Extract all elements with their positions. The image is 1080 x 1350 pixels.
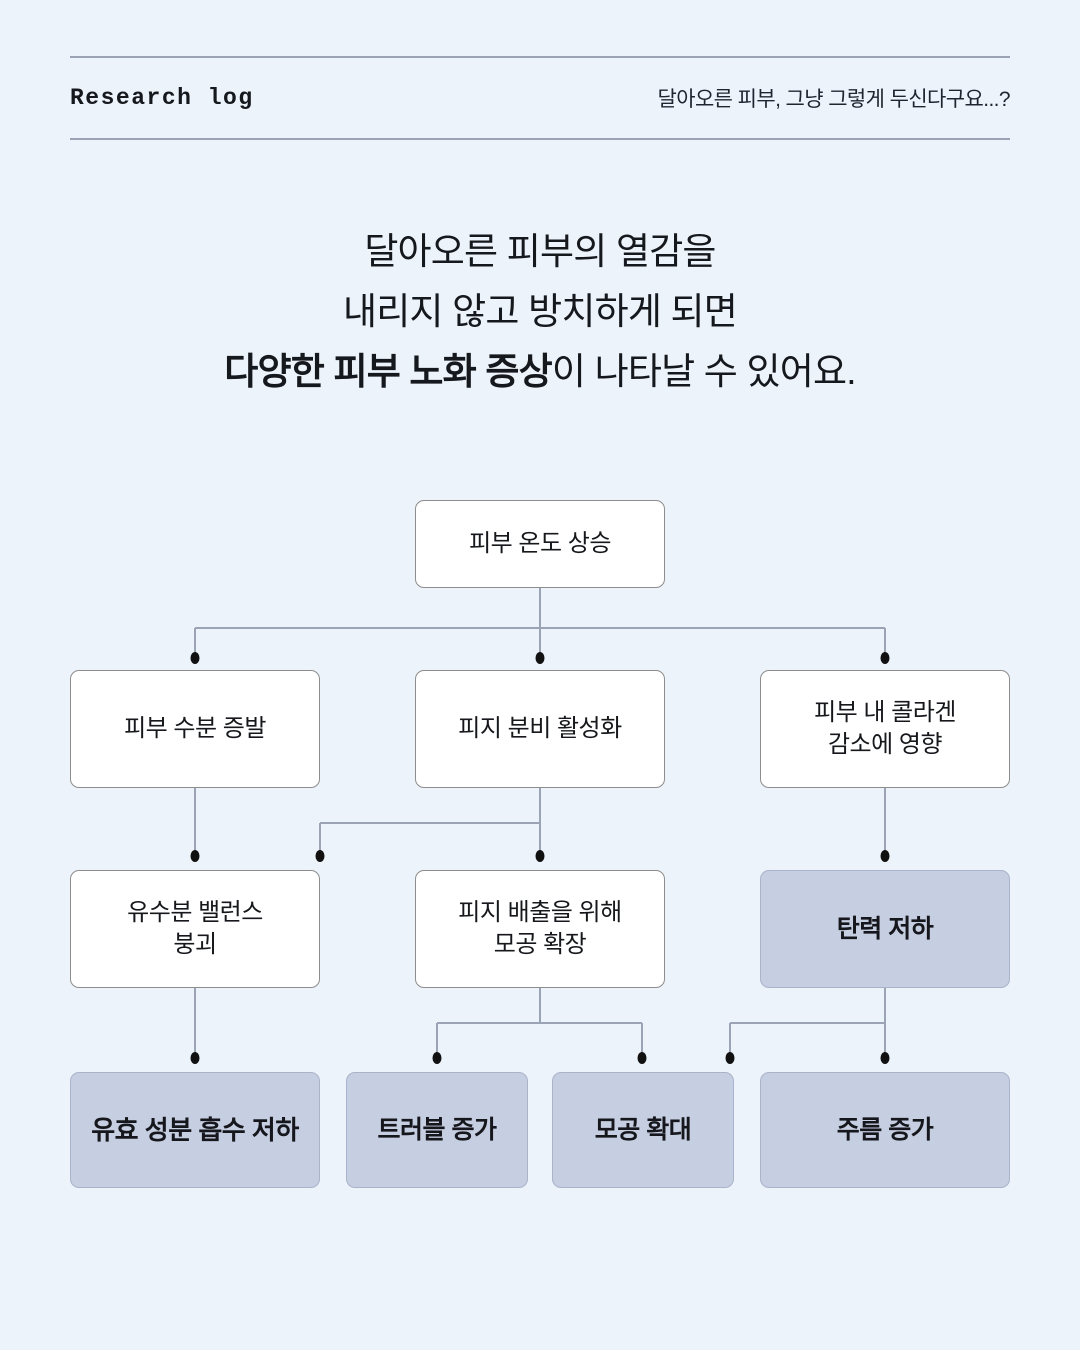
- node-label-line-1: 유수분 밸런스: [127, 899, 263, 927]
- node-label: 트러블 증가: [377, 1115, 497, 1144]
- node-wrinkle-increase[interactable]: 주름 증가: [760, 1072, 1010, 1188]
- headline-line-3-rest: 이 나타날 수 있어요.: [551, 351, 857, 392]
- headline-line-1: 달아오른 피부의 열감을: [364, 231, 716, 272]
- node-skin-temperature-rise[interactable]: 피부 온도 상승: [415, 500, 665, 588]
- header-logo-text: Research log: [70, 85, 254, 111]
- node-label-line-2: 모공 확장: [493, 931, 587, 958]
- page-header: Research log 달아오른 피부, 그냥 그렇게 두신다구요...?: [70, 56, 1011, 140]
- node-pore-enlargement[interactable]: 모공 확대: [552, 1072, 734, 1188]
- headline-line-3: 다양한 피부 노화 증상이 나타날 수 있어요.: [0, 342, 1080, 402]
- node-label-multiline: 피지 배출을 위해 모공 확장: [458, 897, 622, 960]
- node-collagen-decrease[interactable]: 피부 내 콜라겐 감소에 영향: [760, 670, 1010, 788]
- node-pore-expansion[interactable]: 피지 배출을 위해 모공 확장: [415, 870, 665, 988]
- headline-emphasis: 다양한 피부 노화 증상: [224, 351, 552, 392]
- node-active-ingredient-absorption-drop[interactable]: 유효 성분 흡수 저하: [70, 1072, 320, 1188]
- edge-arrow-dots: [190, 652, 890, 1064]
- node-label: 모공 확대: [594, 1115, 692, 1144]
- node-elasticity-loss[interactable]: 탄력 저하: [760, 870, 1010, 988]
- node-label: 피부 온도 상승: [469, 530, 611, 558]
- page-title: 달아오른 피부의 열감을 내리지 않고 방치하게 되면 다양한 피부 노화 증상…: [0, 222, 1080, 402]
- node-sebum-activation[interactable]: 피지 분비 활성화: [415, 670, 665, 788]
- node-trouble-increase[interactable]: 트러블 증가: [346, 1072, 528, 1188]
- node-moisture-evaporation[interactable]: 피부 수분 증발: [70, 670, 320, 788]
- headline-line-2: 내리지 않고 방치하게 되면: [342, 291, 738, 332]
- node-label: 유효 성분 흡수 저하: [91, 1114, 299, 1145]
- node-label-line-2: 붕괴: [173, 931, 217, 958]
- node-label: 피부 수분 증발: [124, 715, 266, 743]
- node-label-line-2: 감소에 영향: [827, 731, 943, 758]
- node-label: 주름 증가: [836, 1115, 934, 1144]
- node-label: 탄력 저하: [836, 914, 934, 943]
- node-label-line-1: 피부 내 콜라겐: [814, 699, 956, 727]
- node-oil-water-balance-collapse[interactable]: 유수분 밸런스 붕괴: [70, 870, 320, 988]
- node-label-multiline: 유수분 밸런스 붕괴: [127, 897, 263, 960]
- node-label-multiline: 피부 내 콜라겐 감소에 영향: [814, 697, 956, 760]
- node-label-line-1: 피지 배출을 위해: [458, 899, 622, 927]
- node-label: 피지 분비 활성화: [458, 715, 622, 743]
- header-subtitle: 달아오른 피부, 그냥 그렇게 두신다구요...?: [657, 88, 1011, 111]
